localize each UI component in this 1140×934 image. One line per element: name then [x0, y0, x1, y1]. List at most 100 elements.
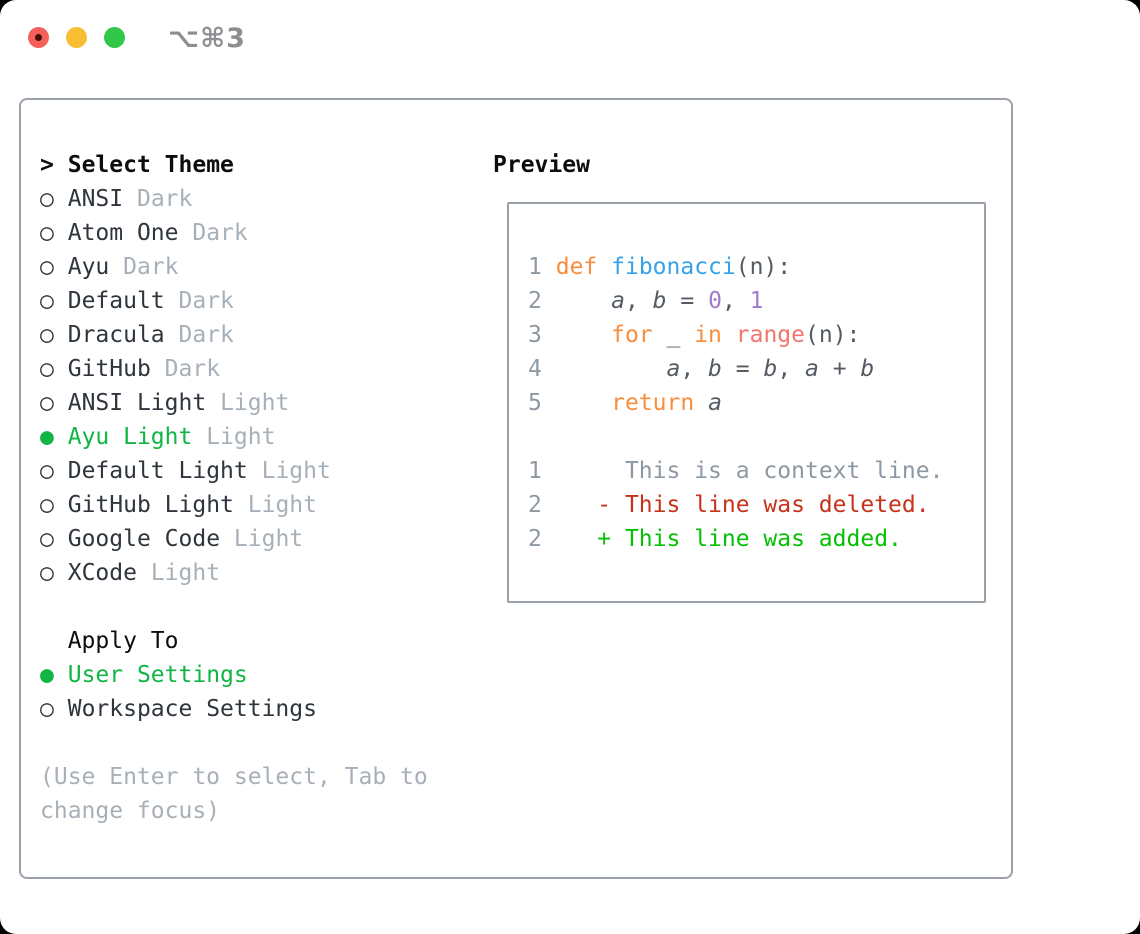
theme-option[interactable]: ○ Default Light Light	[40, 454, 428, 488]
code-token-deleted: - This line was deleted.	[597, 492, 930, 518]
theme-name: GitHub Light	[67, 492, 234, 518]
code-token-code: =	[721, 356, 764, 382]
help-text-line-2: change focus)	[40, 798, 221, 824]
theme-variant: Dark	[192, 220, 248, 246]
theme-variant: Light	[206, 424, 276, 450]
space	[206, 390, 220, 416]
code-line	[528, 420, 984, 454]
theme-variant: Dark	[178, 288, 234, 314]
apply-to-header: Apply To	[40, 624, 428, 658]
code-token-code: (n):	[805, 322, 861, 348]
code-token-lineno: 1	[528, 458, 542, 484]
theme-name: Google Code	[67, 526, 221, 552]
theme-option[interactable]: ○ Default Dark	[40, 284, 428, 318]
window-title: ⌥⌘3	[168, 23, 246, 54]
radio-unselected-icon: ○	[40, 390, 54, 416]
code-token-code: a	[805, 356, 819, 382]
zoom-button-icon[interactable]	[104, 27, 125, 48]
spacer	[40, 590, 428, 624]
radio-unselected-icon: ○	[40, 220, 54, 246]
code-token-code: ,	[680, 356, 709, 382]
titlebar[interactable]: ⌥⌘3	[0, 0, 1140, 76]
code-line: 2 a, b = 0, 1	[528, 284, 984, 318]
code-token-keyword: def	[555, 254, 598, 280]
code-token-lineno: 3	[528, 322, 542, 348]
theme-list: ○ ANSI Dark○ Atom One Dark○ Ayu Dark○ De…	[40, 182, 428, 590]
theme-name: Atom One	[67, 220, 179, 246]
theme-picker-panel: > Select Theme ○ ANSI Dark○ Atom One Dar…	[19, 98, 1013, 879]
apply-to-header-label: Apply To	[67, 628, 179, 654]
space	[151, 356, 165, 382]
space	[109, 254, 123, 280]
code-token-keyword: return	[611, 390, 695, 416]
apply-option-label: User Settings	[67, 662, 248, 688]
code-token-code: b	[652, 288, 667, 314]
code-token-code	[542, 356, 667, 382]
code-token-code: b	[763, 356, 778, 382]
minimize-button-icon[interactable]	[66, 27, 87, 48]
code-token-number: 1	[749, 288, 764, 314]
theme-option[interactable]: ○ GitHub Dark	[40, 352, 428, 386]
theme-name: Dracula	[67, 322, 165, 348]
theme-list-header: > Select Theme	[40, 148, 428, 182]
theme-variant: Dark	[123, 254, 179, 280]
theme-name: Ayu Light	[67, 424, 193, 450]
code-token-lineno: 2	[528, 492, 542, 518]
code-token-code	[542, 526, 597, 552]
code-line: 1 def fibonacci(n):	[528, 250, 984, 284]
theme-list-header-label: Select Theme	[67, 152, 234, 178]
code-line: 3 for _ in range(n):	[528, 318, 984, 352]
code-token-code	[542, 492, 597, 518]
radio-unselected-icon: ○	[40, 492, 54, 518]
help-text-line-1: (Use Enter to select, Tab to	[40, 764, 428, 790]
code-token-code: _	[652, 322, 695, 348]
radio-unselected-icon: ○	[40, 186, 54, 212]
cursor-icon: >	[40, 152, 54, 178]
theme-name: ANSI Light	[67, 390, 207, 416]
theme-variant: Light	[150, 560, 221, 586]
theme-option[interactable]: ○ ANSI Dark	[40, 182, 428, 216]
radio-unselected-icon: ○	[40, 458, 54, 484]
code-token-lineno: 2	[528, 288, 542, 314]
left-column: > Select Theme ○ ANSI Dark○ Atom One Dar…	[40, 148, 428, 828]
theme-variant: Light	[233, 526, 304, 552]
theme-option[interactable]: ○ ANSI Light Light	[40, 386, 428, 420]
code-line: 2 + This line was added.	[528, 522, 984, 556]
theme-option[interactable]: ○ Atom One Dark	[40, 216, 428, 250]
theme-option[interactable]: ○ Ayu Dark	[40, 250, 428, 284]
space	[123, 186, 137, 212]
apply-option-label: Workspace Settings	[67, 696, 317, 722]
code-token-code: b	[860, 356, 875, 382]
theme-option[interactable]: ● Ayu Light Light	[40, 420, 428, 454]
apply-to-option[interactable]: ● User Settings	[40, 658, 428, 692]
theme-option[interactable]: ○ XCode Light	[40, 556, 428, 590]
theme-name: Default Light	[67, 458, 248, 484]
spacer	[40, 726, 428, 760]
close-button-icon[interactable]	[28, 27, 49, 48]
code-token-lineno: 1	[528, 254, 542, 280]
space	[179, 220, 193, 246]
preview-header: Preview	[493, 152, 590, 178]
apply-to-list: ● User Settings○ Workspace Settings	[40, 658, 428, 726]
code-token-lineno: 4	[528, 356, 542, 382]
theme-variant: Light	[247, 492, 317, 518]
code-token-code: ,	[721, 288, 750, 314]
radio-selected-icon: ●	[40, 662, 54, 688]
theme-option[interactable]: ○ Google Code Light	[40, 522, 428, 556]
radio-selected-icon: ●	[40, 424, 54, 450]
code-token-lineno: 2	[528, 526, 542, 552]
code-token-code: a	[611, 288, 625, 314]
apply-to-option[interactable]: ○ Workspace Settings	[40, 692, 428, 726]
theme-name: Default	[67, 288, 165, 314]
theme-option[interactable]: ○ Dracula Dark	[40, 318, 428, 352]
theme-name: GitHub	[67, 356, 151, 382]
code-token-code	[542, 322, 611, 348]
code-line: 4 a, b = b, a + b	[528, 352, 984, 386]
theme-option[interactable]: ○ GitHub Light Light	[40, 488, 428, 522]
space	[192, 424, 206, 450]
radio-unselected-icon: ○	[40, 288, 54, 314]
code-token-code	[542, 288, 611, 314]
radio-unselected-icon: ○	[40, 526, 54, 552]
